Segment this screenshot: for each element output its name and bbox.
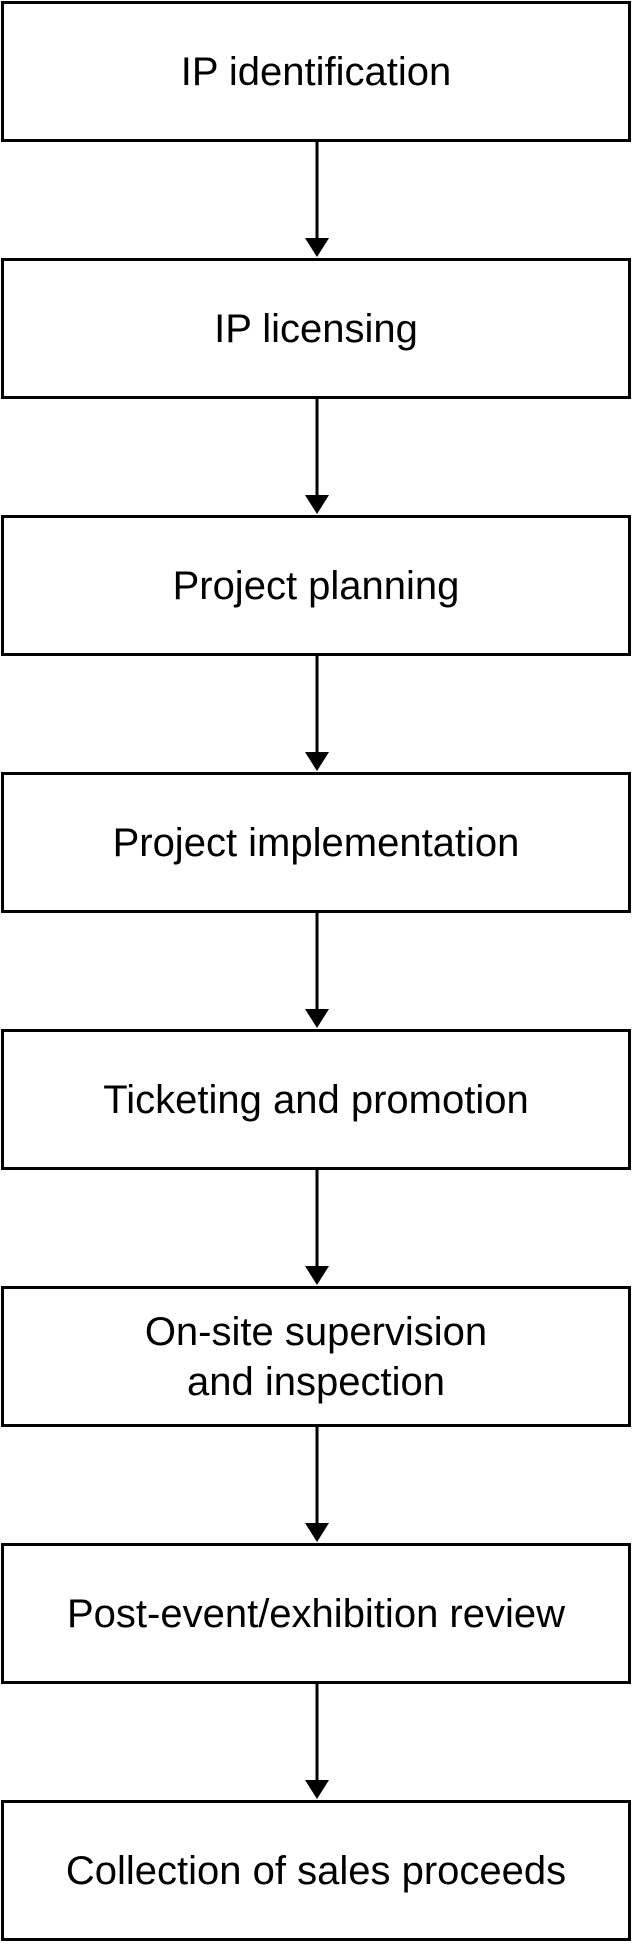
arrow-down-icon [305, 913, 329, 1028]
step-label: On-site supervision and inspection [144, 1309, 488, 1404]
step-label: Post-event/exhibition review [66, 1591, 566, 1636]
step-box-post-event-review: Post-event/exhibition review [1, 1543, 631, 1684]
arrow-down-icon [305, 1684, 329, 1799]
step-label: IP identification [180, 49, 452, 94]
step-label: Project planning [172, 563, 460, 608]
step-box-project-planning: Project planning [1, 515, 631, 656]
step-box-project-implementation: Project implementation [1, 772, 631, 913]
arrow-down-icon [305, 1427, 329, 1542]
step-box-collection-of-sales-proceeds: Collection of sales proceeds [1, 1800, 631, 1941]
arrow-down-icon [305, 1170, 329, 1285]
step-label: Collection of sales proceeds [65, 1848, 567, 1893]
arrow-down-icon [305, 142, 329, 257]
step-box-on-site-supervision: On-site supervision and inspection [1, 1286, 631, 1427]
step-box-ip-licensing: IP licensing [1, 258, 631, 399]
step-box-ip-identification: IP identification [1, 1, 631, 142]
step-label: IP licensing [214, 306, 418, 351]
step-box-ticketing-and-promotion: Ticketing and promotion [1, 1029, 631, 1170]
arrow-down-icon [305, 656, 329, 771]
arrow-down-icon [305, 399, 329, 514]
step-label: Project implementation [112, 820, 520, 865]
step-label: Ticketing and promotion [103, 1077, 529, 1122]
